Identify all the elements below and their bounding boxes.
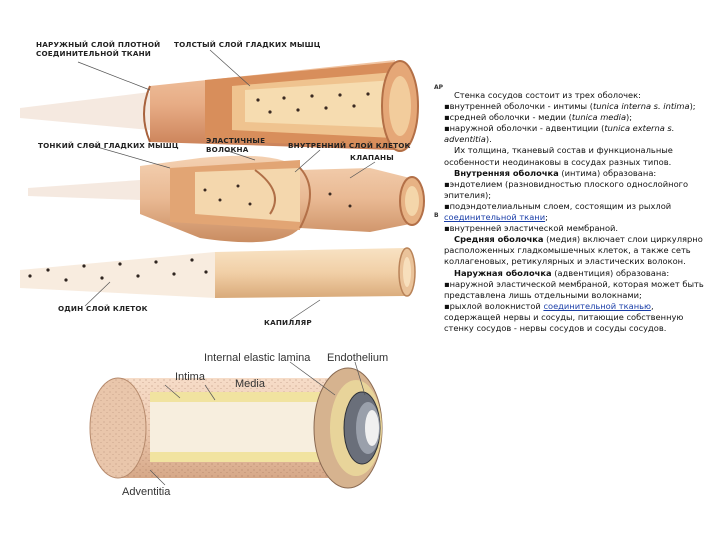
label-outer-dense-tissue: НАРУЖНЫЙ СЛОЙ ПЛОТНОЙ СОЕДИНИТЕЛЬНОЙ ТКА… [36,40,160,58]
para-intro: Стенка сосудов состоит из трех оболочек: [444,90,712,101]
capillary-drawing [20,248,415,298]
para-middle-coat: Средняя оболочка (медия) включает слои ц… [444,234,712,267]
label-endothelium: Endothelium [327,352,388,364]
para-thickness: Их толщина, тканевый состав и функционал… [444,145,712,167]
label-thin-smooth-muscle: ТОНКИЙ СЛОЙ ГЛАДКИХ МЫШЦ [38,141,179,150]
bullet-adventitia: ▪наружной оболочки - адвентиции (tunica … [444,123,712,145]
bullet-intima: ▪внутренней оболочки - интимы (tunica in… [444,101,712,112]
link-connective-tissue[interactable]: соединительной ткани [444,212,545,222]
para-inner-coat: Внутренняя оболочка (интима) образована: [444,168,712,179]
label-elastic-fibers: ЭЛАСТИЧНЫЕ ВОЛОКНА [206,136,265,154]
label-valves: КЛАПАНЫ [350,153,394,162]
label-adventitia: Adventitia [122,486,170,498]
label-thick-smooth-muscle: ТОЛСТЫЙ СЛОЙ ГЛАДКИХ МЫШЦ [174,40,321,49]
bullet-loose-tissue: ▪рыхлой волокнистой соединительной ткань… [444,301,712,334]
label-single-cell-layer: ОДИН СЛОЙ КЛЕТОК [58,304,148,313]
bullet-endothelium: ▪эндотелием (разновидностью плоского одн… [444,179,712,201]
label-inner-cell-layer: ВНУТРЕННИЙ СЛОЙ КЛЕТОК [288,141,411,150]
bullet-external-membrane: ▪наружной эластической мембраной, котора… [444,279,712,301]
label-capillary: КАПИЛЛЯР [264,318,312,327]
label-intima: Intima [175,371,205,383]
bullet-subendothelial: ▪подэндотелиальным слоем, состоящим из р… [444,201,712,223]
tag-art: АР [434,84,443,91]
label-media: Media [235,378,265,390]
text-column: Стенка сосудов состоит из трех оболочек:… [444,90,712,334]
label-internal-elastic-lamina: Internal elastic lamina [204,352,310,364]
tag-b: В [434,212,439,219]
bullet-internal-membrane: ▪внутренней эластической мембраной. [444,223,712,234]
para-outer-coat: Наружная оболочка (адвентиция) образован… [444,268,712,279]
bullet-media: ▪средней оболочки - медии (tunica media)… [444,112,712,123]
link-connective-tissue-2[interactable]: соединительной тканью [543,301,651,311]
